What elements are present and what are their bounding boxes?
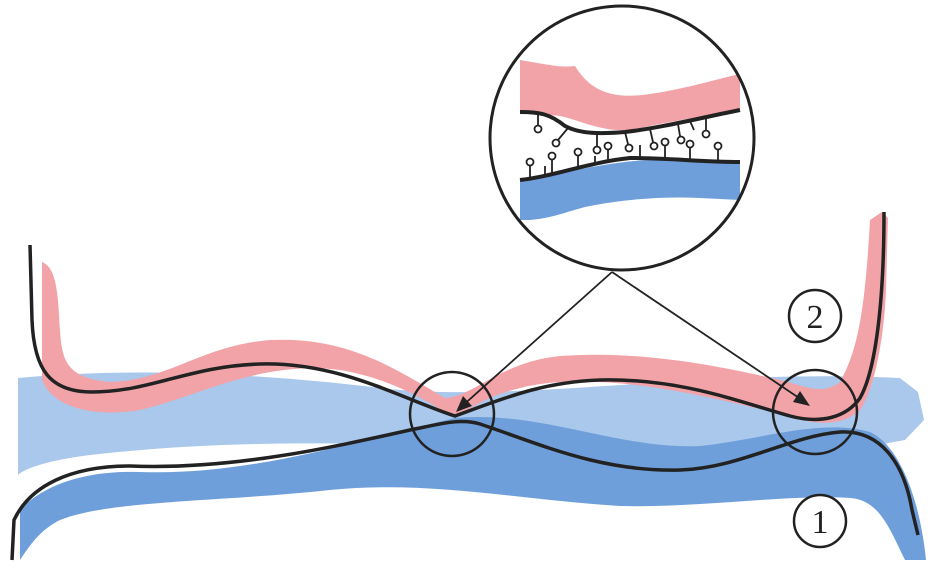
pink-body: [42, 212, 888, 423]
label-1-text: 1: [812, 504, 829, 541]
label-surface-2: 2: [789, 290, 841, 342]
label-surface-1: 1: [794, 495, 846, 547]
label-2-text: 2: [807, 299, 824, 336]
